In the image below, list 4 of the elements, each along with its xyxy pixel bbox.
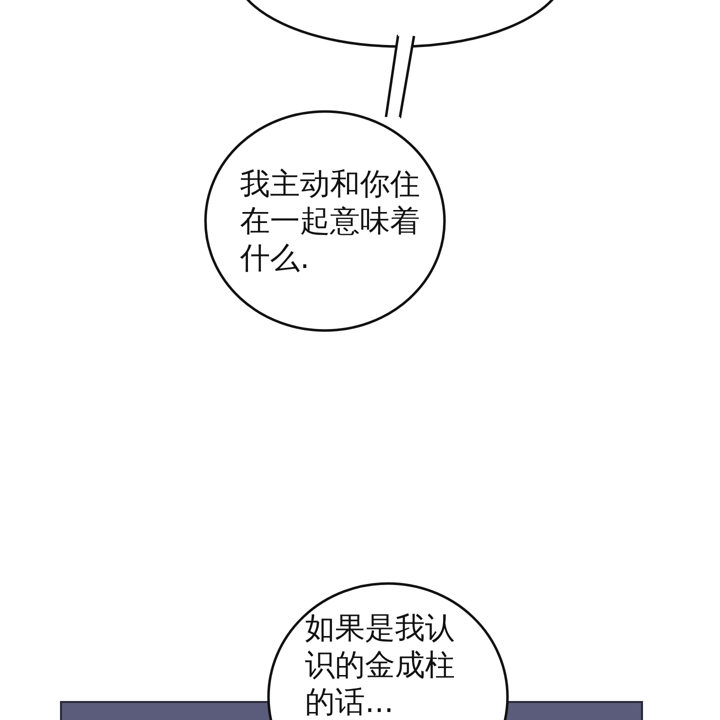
dialogue-text: 我主动和你住在一起意味着什么.	[240, 166, 421, 277]
bubble-tail	[384, 34, 416, 118]
dialogue-text: 如果是我认识的金成柱的话...	[305, 610, 456, 720]
speech-bubble	[204, 110, 446, 332]
